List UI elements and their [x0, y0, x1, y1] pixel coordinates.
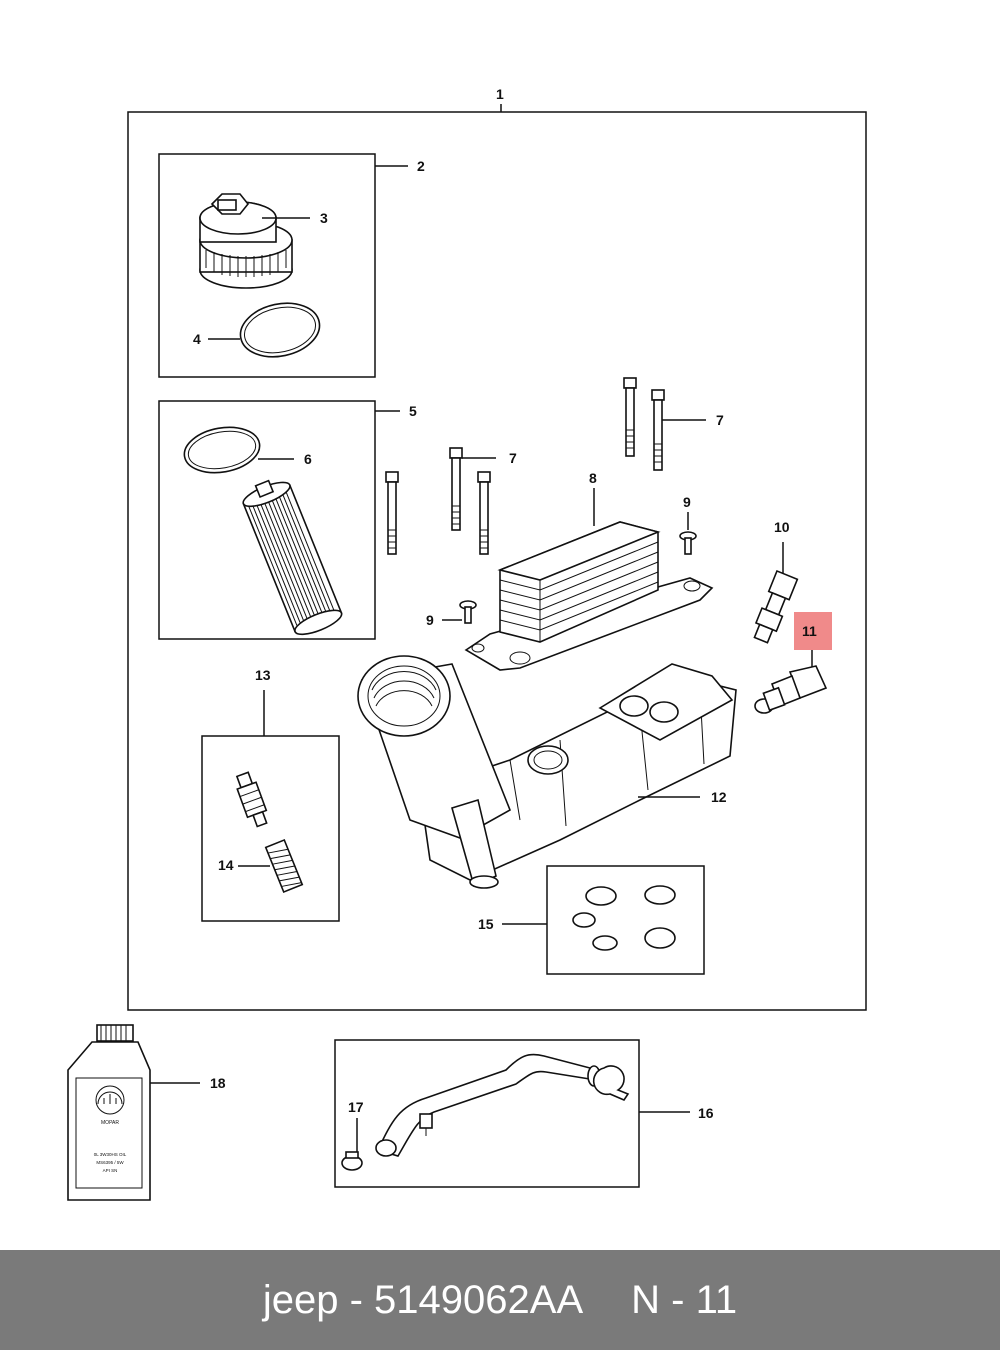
cap-o-ring	[239, 302, 321, 358]
bypass-valve	[235, 771, 268, 828]
oil-cooler	[464, 521, 714, 671]
callout-10[interactable]: 10	[774, 519, 790, 535]
bolt	[385, 471, 399, 555]
callout-14[interactable]: 14	[218, 857, 234, 873]
callout-3[interactable]: 3	[320, 210, 328, 226]
callout-9-bottom[interactable]: 9	[426, 612, 434, 628]
callout-9-top[interactable]: 9	[683, 494, 691, 510]
callout-5[interactable]: 5	[409, 403, 417, 419]
oil-filter-element	[242, 479, 343, 636]
assembly-frame	[127, 111, 867, 1011]
callout-7-left[interactable]: 7	[509, 450, 517, 466]
valve-kit-box	[201, 735, 340, 922]
bolt	[477, 471, 491, 555]
parts-diagram: 1 2 3 4 5 6	[67, 86, 867, 1201]
callout-7-right[interactable]: 7	[716, 412, 724, 428]
hose-clamp	[341, 1151, 363, 1171]
callout-15[interactable]: 15	[478, 916, 494, 932]
filter-kit-box	[158, 400, 376, 640]
callout-16[interactable]: 16	[698, 1105, 714, 1121]
callout-11[interactable]: 11	[802, 623, 817, 639]
callout-2[interactable]: 2	[417, 158, 425, 174]
callout-11-highlight	[794, 612, 832, 650]
hose-kit-box	[334, 1039, 640, 1188]
bolt	[449, 447, 463, 531]
screw	[459, 600, 477, 624]
callout-17[interactable]: 17	[348, 1099, 364, 1115]
seal-kit-box	[546, 865, 705, 975]
oil-temperature-sensor	[753, 569, 799, 644]
oil-hose	[375, 1053, 630, 1157]
svg-text:MOPAR: MOPAR	[101, 1120, 119, 1126]
footer-bar: jeep - 5149062AA N - 11	[0, 1250, 1000, 1350]
svg-text:API SN: API SN	[103, 1168, 118, 1173]
svg-text:MS6395 / 5W: MS6395 / 5W	[96, 1160, 124, 1165]
screw	[679, 531, 697, 555]
svg-text:0L 3W30HS OIL: 0L 3W30HS OIL	[94, 1152, 127, 1157]
callout-8[interactable]: 8	[589, 470, 597, 486]
engine-oil-bottle: MOPAR 0L 3W30HS OIL MS6395 / 5W API SN	[67, 1024, 151, 1201]
callout-1[interactable]: 1	[496, 86, 504, 102]
footer-part-text: jeep - 5149062AA	[262, 1277, 584, 1322]
oil-pressure-sensor	[754, 665, 828, 714]
callout-4[interactable]: 4	[193, 331, 201, 347]
cap-kit-box	[158, 153, 376, 378]
seal-rings	[572, 885, 676, 951]
callout-18[interactable]: 18	[210, 1075, 226, 1091]
bolt	[623, 377, 637, 457]
bypass-spring	[264, 838, 304, 894]
oil-filter-cap	[199, 193, 293, 289]
callout-13[interactable]: 13	[255, 667, 271, 683]
callout-12[interactable]: 12	[711, 789, 727, 805]
footer-ref-text: N - 11	[631, 1277, 738, 1322]
oil-filter-housing	[357, 655, 737, 889]
callout-6[interactable]: 6	[304, 451, 312, 467]
bolt	[651, 389, 665, 471]
filter-o-ring	[183, 426, 261, 474]
